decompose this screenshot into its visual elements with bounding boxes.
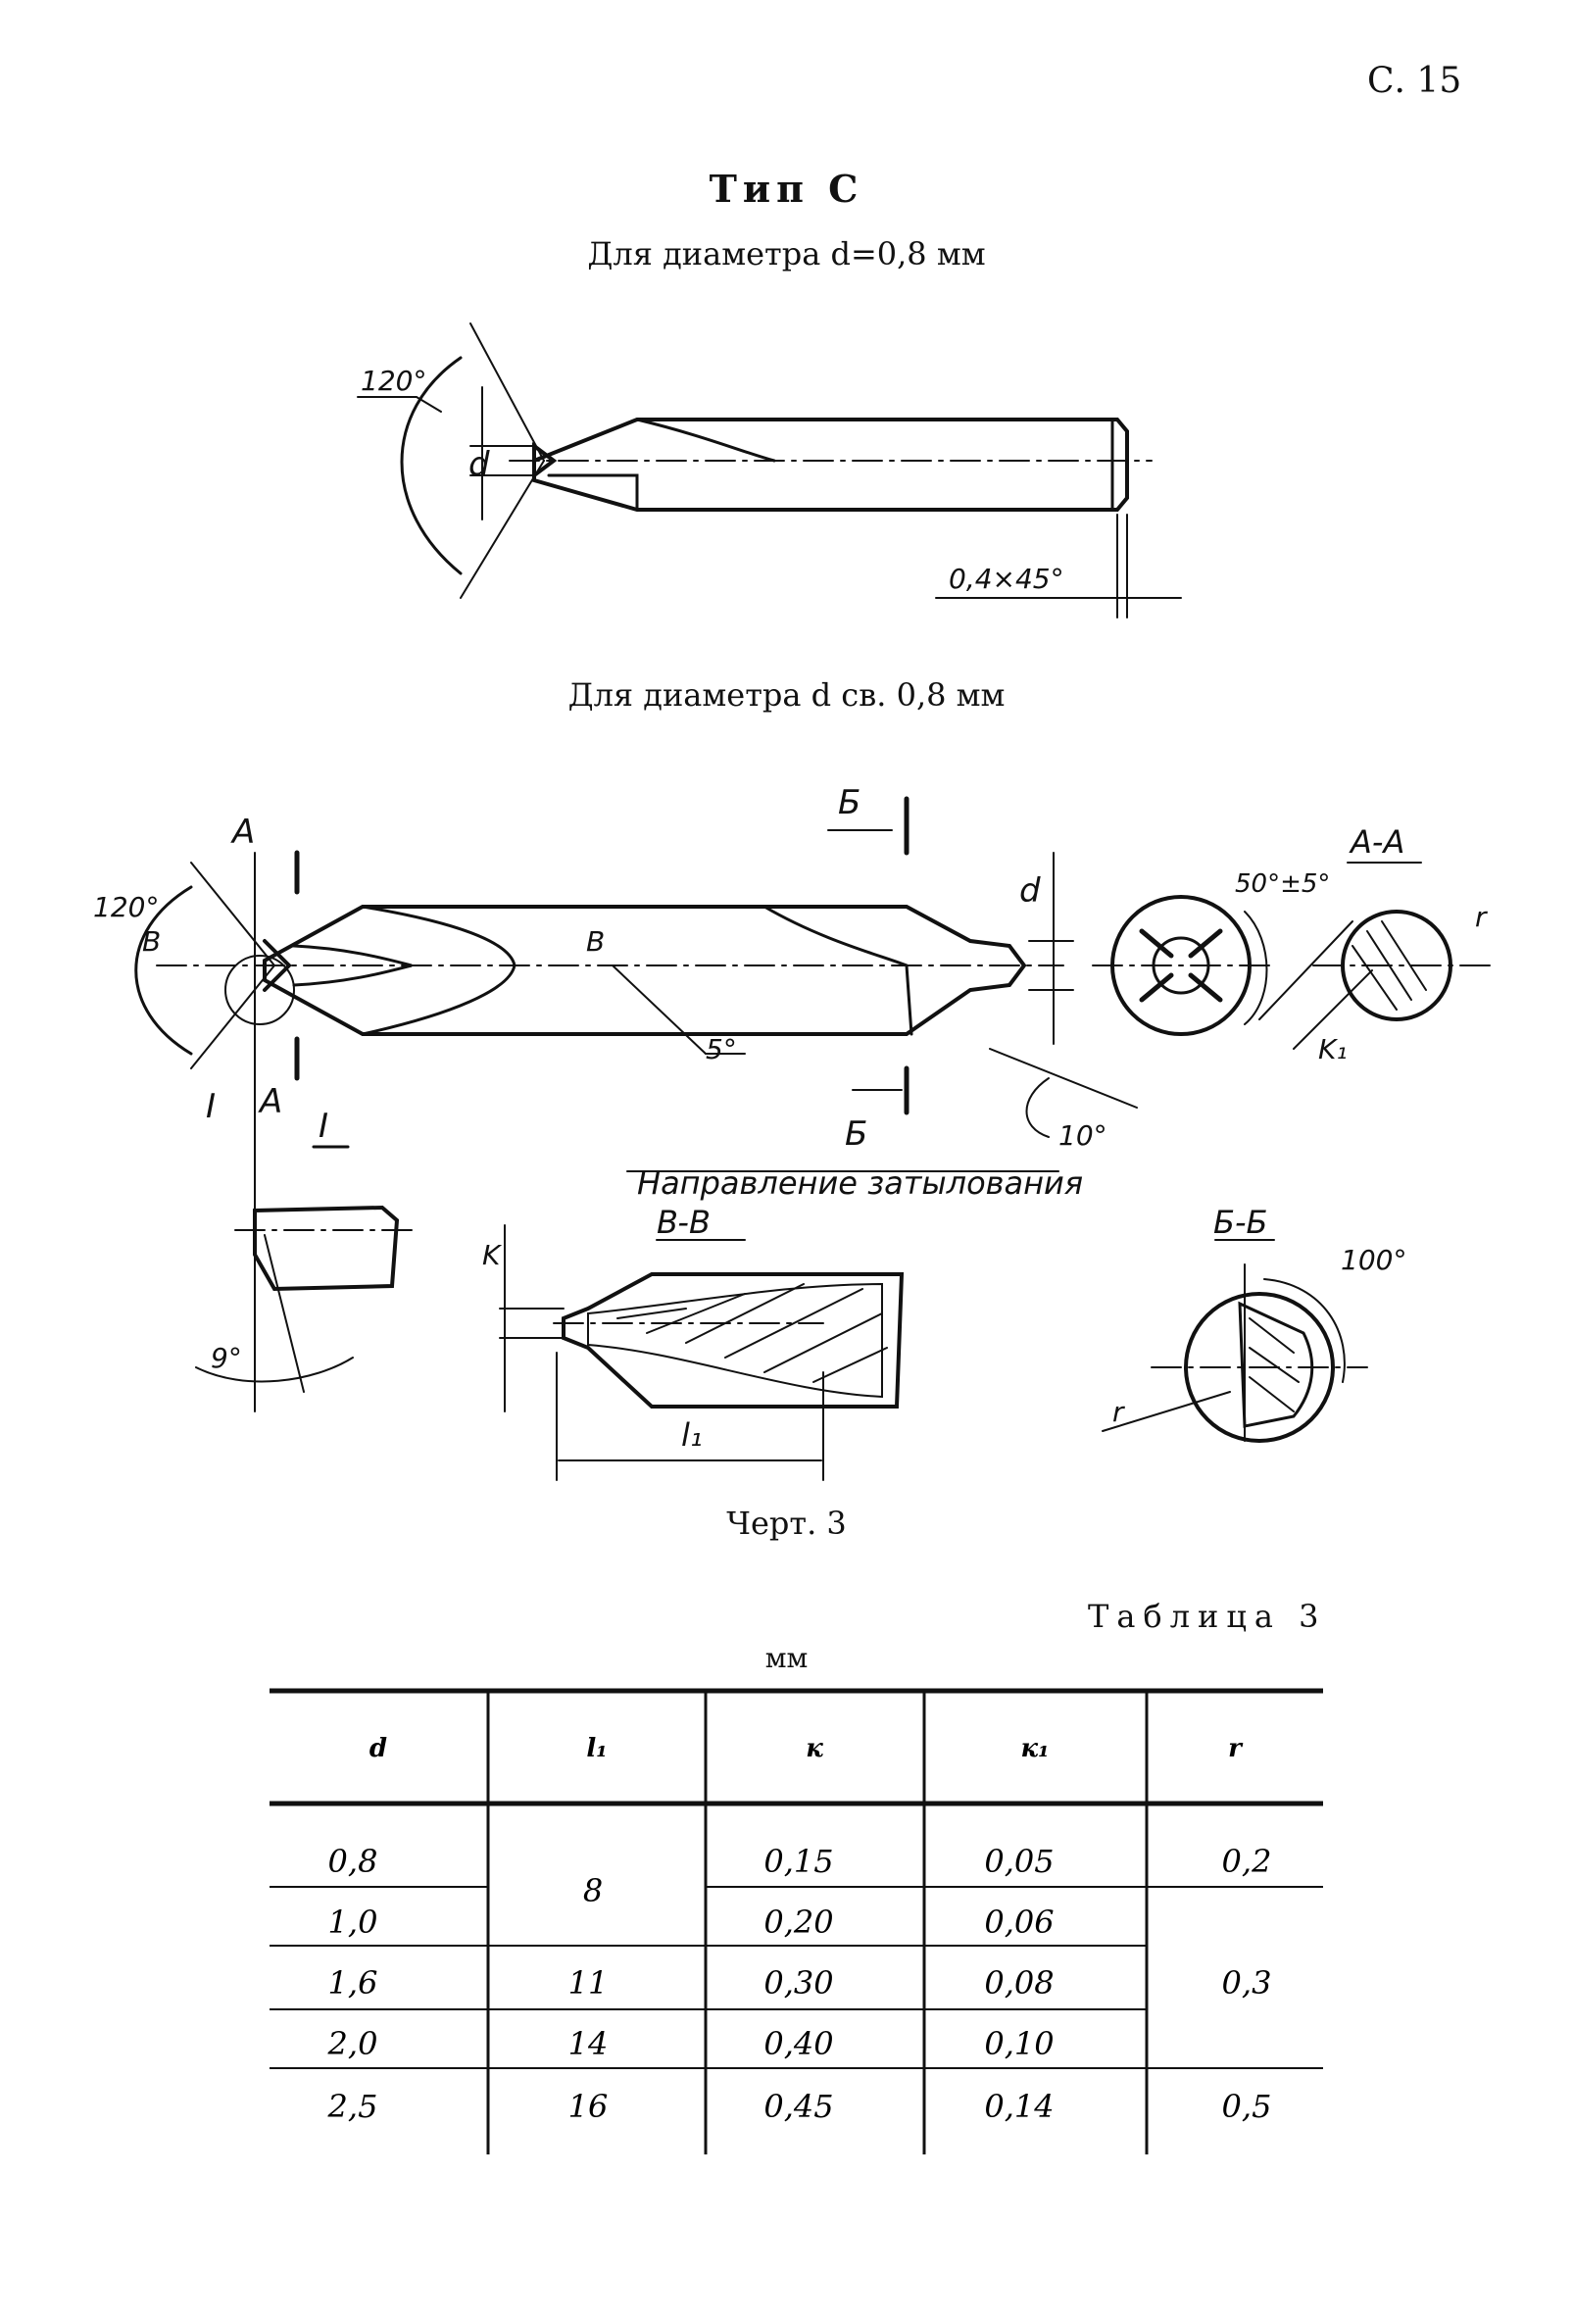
label-view-bcyr: Б-Б xyxy=(1213,1204,1267,1241)
detail-i-drawing xyxy=(195,1145,413,1393)
label-angle-120-large: 120° xyxy=(93,891,159,923)
table-header-l1: l₁ xyxy=(586,1734,607,1763)
label-direction: Направление затылования xyxy=(637,1164,1083,1202)
label-bcyr-top: Б xyxy=(838,783,860,822)
table-header-k: к xyxy=(806,1734,823,1763)
cell-d-4: 2,0 xyxy=(327,2025,378,2062)
cell-r-2: 0,3 xyxy=(1222,1964,1272,2002)
label-bcyr-bottom: Б xyxy=(845,1114,867,1154)
label-d-large: d xyxy=(1019,871,1041,911)
cell-l1-2: 11 xyxy=(568,1964,609,2002)
label-l1: l₁ xyxy=(681,1416,703,1454)
section-b-b-drawing xyxy=(499,1224,905,1481)
cell-l1-1: 8 xyxy=(583,1872,603,1909)
cell-r-1: 0,2 xyxy=(1222,1843,1272,1880)
cell-d-1: 0,8 xyxy=(328,1843,378,1880)
table-title: Таблица 3 xyxy=(1088,1598,1327,1635)
table-header-k1: к₁ xyxy=(1021,1734,1050,1763)
label-angle-120-small: 120° xyxy=(361,365,426,397)
section-bcyr-bcyr-drawing xyxy=(1102,1239,1368,1443)
label-view-b-b: B-B xyxy=(657,1204,711,1241)
cell-d-5: 2,5 xyxy=(327,2088,378,2125)
label-a-top: A xyxy=(230,813,255,852)
dimensions-table: d l₁ к к₁ r 0,8 1,0 1,6 2,0 2,5 8 11 14 … xyxy=(270,1688,1323,2154)
label-d-small: d xyxy=(468,445,490,484)
cell-l1-4: 16 xyxy=(568,2088,609,2125)
cell-k1-3: 0,08 xyxy=(984,1964,1054,2002)
cell-d-2: 1,0 xyxy=(328,1904,378,1941)
section-a-a-drawing xyxy=(1092,862,1491,1050)
label-tolerance-angle: 50°±5° xyxy=(1235,869,1330,899)
cell-k-1: 0,15 xyxy=(763,1843,833,1880)
cell-k1-5: 0,14 xyxy=(984,2088,1054,2125)
cell-k1-4: 0,10 xyxy=(984,2025,1054,2062)
cell-k-2: 0,20 xyxy=(763,1904,833,1941)
cell-d-3: 1,6 xyxy=(328,1964,378,2002)
cell-l1-3: 14 xyxy=(568,2025,609,2062)
drawing-caption: Черт. 3 xyxy=(726,1505,847,1542)
cell-k1-1: 0,05 xyxy=(984,1843,1054,1880)
cell-k-5: 0,45 xyxy=(763,2088,833,2125)
label-r-bb: r xyxy=(1112,1396,1125,1428)
label-a-bottom: A xyxy=(258,1082,282,1121)
cell-r-3: 0,5 xyxy=(1222,2088,1272,2125)
table-unit: мм xyxy=(764,1642,809,1674)
cell-k-3: 0,30 xyxy=(763,1964,833,2002)
label-b-mid: B xyxy=(586,925,605,958)
label-i: I xyxy=(206,1087,216,1126)
small-drill-drawing xyxy=(357,322,1182,618)
label-k1: K₁ xyxy=(1318,1033,1348,1065)
label-r-aa: r xyxy=(1475,901,1488,933)
label-view-a-a: A-A xyxy=(1349,823,1404,861)
type-title: Тип С xyxy=(709,167,864,211)
cell-k-4: 0,40 xyxy=(763,2025,833,2062)
large-drill-drawing xyxy=(134,796,1138,1412)
table-header-d: d xyxy=(369,1734,387,1763)
label-10-deg: 10° xyxy=(1058,1119,1107,1152)
technical-drawing: 120° d 0,4×45° 120° B A A I B 5° Б Б d 1… xyxy=(93,322,1491,1481)
label-9-deg: 9° xyxy=(211,1342,242,1374)
label-chamfer: 0,4×45° xyxy=(949,563,1064,595)
label-detail-i-title: I xyxy=(319,1107,328,1146)
subtitle-large-diameter: Для диаметра d св. 0,8 мм xyxy=(567,676,1006,714)
table-header-r: r xyxy=(1228,1734,1244,1763)
cell-k1-2: 0,06 xyxy=(984,1904,1054,1941)
label-100-deg: 100° xyxy=(1341,1244,1406,1276)
label-5-deg: 5° xyxy=(706,1033,737,1065)
label-b-left: B xyxy=(142,925,161,958)
label-k: K xyxy=(482,1239,503,1271)
subtitle-small-diameter: Для диаметра d=0,8 мм xyxy=(587,235,986,272)
page-number: С. 15 xyxy=(1367,61,1462,101)
